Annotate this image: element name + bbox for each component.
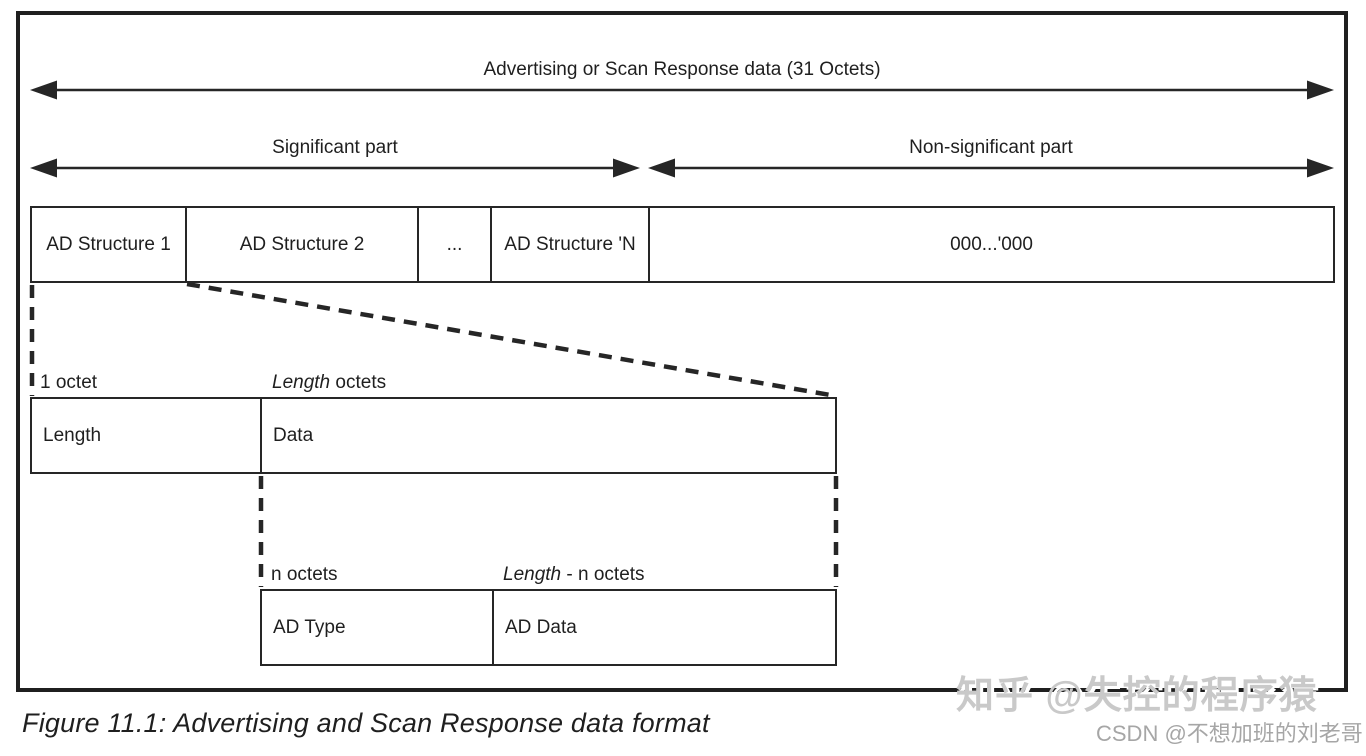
zhihu-watermark: 知乎 @失控的程序猿	[956, 675, 1318, 717]
zero-padding-cell: 000...'000	[950, 233, 1033, 255]
data-cell: Data	[273, 424, 314, 446]
figure-caption: Figure 11.1: Advertising and Scan Respon…	[22, 708, 710, 738]
ad-structure-row: AD Structure 1 AD Structure 2 ... AD Str…	[30, 206, 1335, 283]
diagram-frame	[16, 11, 1348, 692]
expansion-dashes-upper	[29, 281, 837, 399]
length-octets-label-italic: Length	[272, 372, 331, 393]
significant-part-arrow	[30, 158, 640, 178]
csdn-watermark: CSDN @不想加班的刘老哥	[1096, 721, 1363, 746]
expansion-dashes-lower	[258, 476, 839, 587]
total-span-arrow	[30, 80, 1334, 100]
length-minus-n-octets-label-rest: - n octets	[561, 564, 645, 585]
ad-type-cell: AD Type	[262, 591, 494, 664]
length-cell: Length	[32, 399, 262, 472]
ad-structure-ellipsis-cell: ...	[419, 208, 492, 281]
length-octets-label-rest: octets	[330, 372, 387, 393]
ad-structure-2-cell: AD Structure 2	[187, 208, 419, 281]
ad-structure-1-cell: AD Structure 1	[32, 208, 187, 281]
one-octet-label: 1 octet	[40, 372, 98, 393]
non-significant-part-label: Non-significant part	[909, 137, 1073, 158]
n-octets-label: n octets	[271, 564, 338, 585]
ad-structure-n-cell: AD Structure 'N	[492, 208, 650, 281]
non-significant-part-arrow	[648, 158, 1334, 178]
significant-part-label: Significant part	[272, 137, 398, 158]
ad-data-cell: AD Data	[505, 616, 577, 638]
length-octets-label: Length octets	[272, 370, 386, 396]
length-data-row: Length Data	[30, 397, 837, 474]
ad-type-row: AD Type AD Data	[260, 589, 837, 666]
length-minus-n-octets-label: Length - n octets	[503, 562, 645, 588]
length-minus-n-octets-label-italic: Length	[503, 564, 562, 585]
total-span-label: Advertising or Scan Response data (31 Oc…	[483, 59, 881, 80]
